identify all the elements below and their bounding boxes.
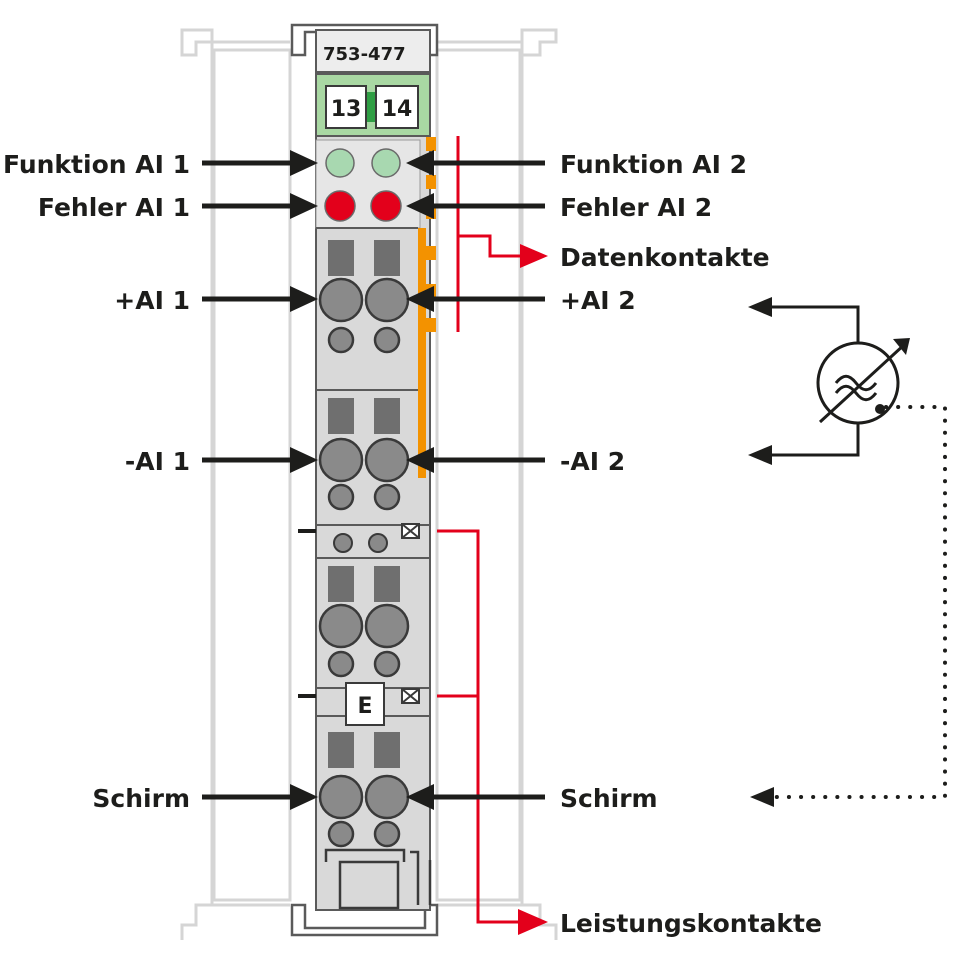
ground-marker-label: E	[357, 694, 372, 719]
label-data-contacts: Datenkontakte	[560, 243, 770, 272]
label-plus-ai2: +AI 2	[560, 286, 636, 315]
power-contacts-indicator	[437, 529, 548, 935]
label-shield-right: Schirm	[560, 784, 658, 813]
io-module: 753-477 13 14	[290, 23, 439, 937]
release-slot	[374, 240, 400, 276]
release-slot	[374, 732, 400, 768]
left-arrows	[202, 150, 318, 810]
clamp-shield-2	[364, 774, 410, 820]
label-plus-ai1: +AI 1	[114, 286, 190, 315]
ground-marker	[345, 682, 385, 726]
clamp-shield-1	[318, 774, 364, 820]
bottom-latch	[324, 848, 432, 910]
shield-dotted-line	[774, 405, 947, 799]
label-error-ai2: Fehler AI 2	[560, 193, 712, 222]
led-error-ai2	[370, 190, 402, 222]
release-slot	[374, 566, 400, 602]
release-slot	[328, 566, 354, 602]
terminal-marker-14	[375, 85, 419, 129]
power-contact-section	[298, 523, 430, 559]
test-point	[373, 326, 401, 354]
label-power-contacts: Leistungskontakte	[560, 909, 822, 938]
clamp-plus-ai1	[318, 277, 364, 323]
release-slot	[328, 732, 354, 768]
label-minus-ai1: -AI 1	[125, 447, 190, 476]
clamp-plus-ai2	[364, 277, 410, 323]
terminal-number-13: 13	[331, 97, 362, 122]
label-error-ai1: Fehler AI 1	[38, 193, 190, 222]
right-arrows	[406, 150, 545, 810]
test-point	[327, 326, 355, 354]
clamp-minus-ai1	[318, 437, 364, 483]
ground-marker-section: E	[298, 682, 430, 726]
label-area	[315, 29, 431, 73]
terminal-number-14: 14	[382, 97, 413, 122]
label-function-ai2: Funktion AI 2	[560, 150, 747, 179]
shield-arrowhead	[750, 787, 774, 807]
sensor-symbol	[748, 297, 910, 465]
clamp-minus-ai2	[364, 437, 410, 483]
part-number: 753-477	[323, 44, 406, 65]
terminal-block-1	[316, 227, 418, 354]
terminal-marker-13	[325, 85, 367, 129]
label-minus-ai2: -AI 2	[560, 447, 625, 476]
bottom-clip	[290, 903, 439, 937]
neighbor-module-outline	[180, 28, 558, 940]
terminal-block-4	[318, 732, 410, 848]
terminal-block-3	[318, 566, 410, 678]
led-error-ai1	[324, 190, 356, 222]
led-function-ai1	[325, 148, 355, 178]
release-slot	[328, 240, 354, 276]
terminal-block-2	[316, 389, 418, 511]
test-point	[327, 483, 355, 511]
label-shield-left: Schirm	[92, 784, 190, 813]
led-function-ai2	[371, 148, 401, 178]
test-point	[373, 483, 401, 511]
release-slot	[374, 398, 400, 434]
release-slot	[328, 398, 354, 434]
label-function-ai1: Funktion AI 1	[3, 150, 190, 179]
